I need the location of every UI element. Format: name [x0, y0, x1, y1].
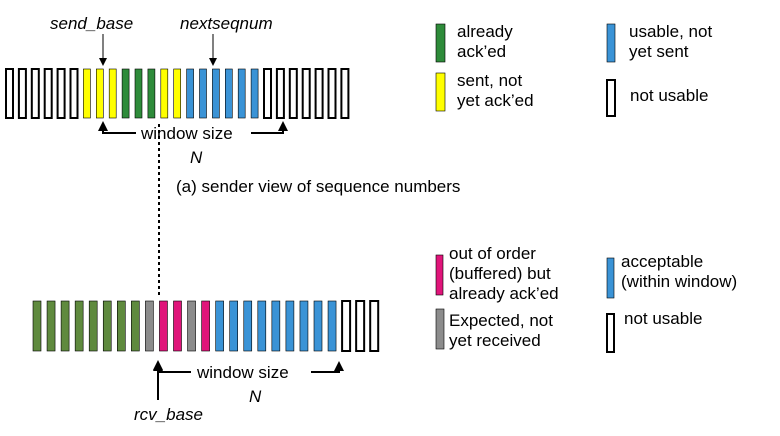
- nextseqnum-label: nextseqnum: [180, 14, 273, 33]
- receiver-slot-out-of-order-buffered: [201, 300, 210, 352]
- sender-slot-not-usable: [301, 68, 311, 119]
- sender-slot-not-usable: [43, 68, 53, 119]
- receiver-slot-acceptable: [271, 300, 281, 352]
- sender-slot-not-usable: [30, 68, 40, 119]
- receiver-window-size-label: window size: [196, 363, 289, 382]
- sender-slot-not-usable: [5, 68, 14, 119]
- receiver-slot-acceptable: [285, 300, 295, 352]
- receiver-slot-receiver-acked: [32, 300, 42, 352]
- send-base-label: send_base: [50, 14, 133, 33]
- sender-slot-not-usable: [56, 68, 66, 119]
- receiver-slot-acceptable: [257, 300, 267, 352]
- receiver-sequence-row: [32, 300, 380, 352]
- sender-slot-not-usable: [340, 68, 350, 119]
- sender-slot-sent-not-acked: [160, 68, 169, 119]
- sender-window-size-label: window size: [140, 124, 233, 143]
- sender-slot-sent-not-acked: [83, 68, 91, 119]
- receiver-legend-text-expected-not-received: Expected, not yet received: [449, 311, 553, 350]
- receiver-legend-swatches: [435, 254, 615, 353]
- sender-legend-text-usable-not-sent: usable, not yet sent: [629, 22, 713, 61]
- sender-slot-not-usable: [69, 68, 79, 119]
- receiver-legend-text-acceptable: acceptable (within window): [621, 252, 738, 291]
- receiver-slot-acceptable: [215, 300, 224, 352]
- sender-slot-acked: [134, 68, 143, 119]
- receiver-swatch-out-of-order-buffered: [435, 254, 444, 296]
- receiver-window-right-arrow: [311, 361, 344, 373]
- receiver-slot-receiver-acked: [60, 300, 70, 352]
- sender-window-left-arrow: [98, 121, 136, 134]
- receiver-slot-expected-not-received: [145, 300, 154, 352]
- sender-slot-usable-not-sent: [212, 68, 220, 119]
- receiver-slot-receiver-acked: [88, 300, 98, 352]
- receiver-slot-receiver-acked: [74, 300, 84, 352]
- sender-slot-usable-not-sent: [237, 68, 246, 119]
- receiver-slot-out-of-order-buffered: [159, 300, 168, 352]
- sender-legend-swatches: [435, 23, 616, 117]
- sender-caption: (a) sender view of sequence numbers: [176, 177, 460, 196]
- receiver-swatch-expected-not-received: [435, 308, 445, 350]
- sender-window-right-arrow: [251, 121, 288, 134]
- receiver-slot-receiver-acked: [102, 300, 112, 352]
- receiver-slot-expected-not-received: [187, 300, 196, 352]
- sender-slot-sent-not-acked: [96, 68, 104, 119]
- sender-swatch-not-usable: [606, 79, 616, 117]
- receiver-window-n: N: [249, 387, 262, 406]
- receiver-slot-not-usable: [341, 300, 352, 352]
- receiver-legend-text-out-of-order-buffered: out of order (buffered) but already ack’…: [449, 244, 559, 303]
- sender-sequence-row: [5, 68, 350, 119]
- sender-slot-not-usable: [314, 68, 324, 119]
- sender-slot-usable-not-sent: [250, 68, 259, 119]
- sender-slot-sent-not-acked: [173, 68, 181, 119]
- sender-slot-not-usable: [327, 68, 337, 119]
- sender-slot-not-usable: [288, 68, 298, 119]
- receiver-slot-acceptable: [243, 300, 253, 352]
- receiver-slot-acceptable: [313, 300, 323, 352]
- sender-swatch-sent-not-acked: [435, 72, 446, 112]
- sender-swatch-acked: [435, 23, 446, 63]
- receiver-window-left-arrow: [153, 361, 191, 373]
- receiver-swatch-not-usable: [606, 313, 615, 353]
- receiver-slot-receiver-acked: [46, 300, 56, 352]
- sender-slot-usable-not-sent: [186, 68, 194, 119]
- sender-legend-text-not-usable: not usable: [630, 86, 709, 105]
- receiver-slot-receiver-acked: [131, 300, 140, 352]
- sender-slot-usable-not-sent: [225, 68, 233, 119]
- receiver-slot-acceptable: [229, 300, 238, 352]
- receiver-slot-not-usable: [355, 300, 366, 352]
- receiver-swatch-acceptable: [606, 257, 615, 299]
- sender-legend-text-sent-not-acked: sent, not yet ack’ed: [457, 71, 534, 110]
- sender-slot-acked: [147, 68, 156, 119]
- sender-slot-not-usable: [275, 68, 285, 119]
- receiver-legend-text-not-usable: not usable: [624, 309, 703, 328]
- sender-slot-not-usable: [17, 68, 27, 119]
- receiver-slot-acceptable: [299, 300, 309, 352]
- sender-slot-not-usable: [263, 68, 272, 119]
- receiver-slot-out-of-order-buffered: [173, 300, 182, 352]
- sender-legend-text-acked: already ack’ed: [457, 22, 513, 61]
- rcv-base-label: rcv_base: [134, 405, 203, 424]
- sender-swatch-usable-not-sent: [606, 23, 616, 63]
- sender-slot-usable-not-sent: [199, 68, 207, 119]
- receiver-slot-receiver-acked: [117, 300, 126, 352]
- sender-slot-sent-not-acked: [108, 68, 117, 119]
- receiver-slot-acceptable: [327, 300, 337, 352]
- receiver-slot-not-usable: [369, 300, 380, 352]
- sender-slot-acked: [121, 68, 130, 119]
- sender-window-n: N: [190, 148, 203, 167]
